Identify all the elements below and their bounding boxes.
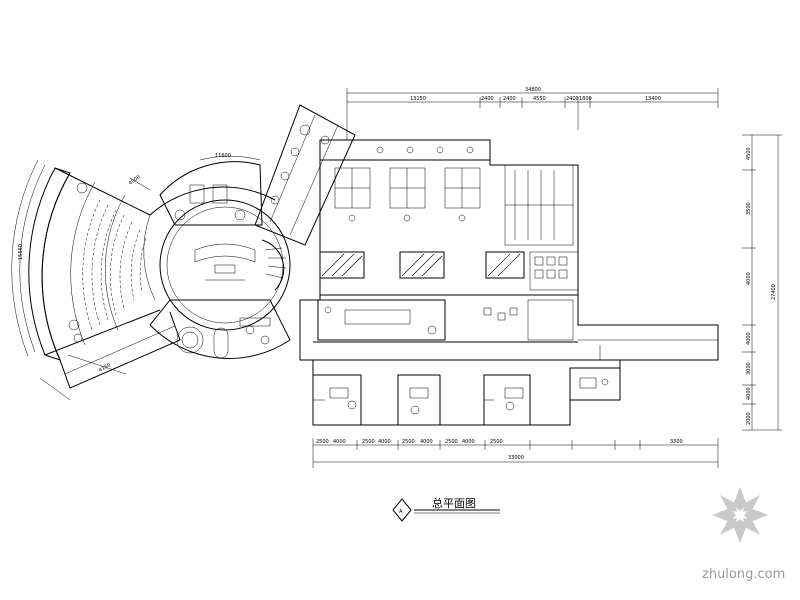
main-office-block: [299, 139, 719, 426]
dim-bottom-total: 33000: [508, 455, 524, 461]
auditorium-wing: [28, 167, 181, 389]
bottom-dimension-lines: 33000 2500 4000 2500 4000 2500 4000 2500…: [312, 438, 719, 468]
drawing-title: 总平面图: [432, 496, 476, 510]
dim-right-seg-6: 4000: [746, 387, 752, 400]
hatched-partitions: [319, 251, 525, 279]
dim-small: 4000: [128, 174, 142, 186]
lounge-area: [483, 299, 574, 341]
drawing-title-block: A 总平面图: [392, 496, 500, 522]
dim-arc-top: 11600: [215, 153, 231, 159]
dim-bottom-seg-3: 2500: [362, 439, 375, 445]
dim-right-seg-2: 3500: [746, 202, 752, 215]
dim-bottom-seg-10: 3300: [670, 439, 683, 445]
dim-bottom-seg-6: 4000: [420, 439, 433, 445]
dim-top-seg-5: 2400: [566, 96, 579, 102]
bottom-offices: [312, 367, 621, 426]
dim-right-seg-5: 3000: [746, 362, 752, 375]
dim-bottom-seg-9: 2500: [490, 439, 503, 445]
dim-bottom-seg-8: 4000: [462, 439, 475, 445]
dim-bottom-seg-4: 4000: [378, 439, 391, 445]
right-dimension-lines: 27400 4500 3500 4000 4000 3000 4000 2000: [742, 134, 782, 431]
watermark-text: zhulong.com: [702, 567, 785, 582]
upper-arc-room: [159, 161, 263, 226]
dim-right-total: 27400: [771, 284, 777, 300]
restroom-stalls: [529, 251, 579, 291]
dim-wing: 4150: [98, 362, 112, 374]
arc-dimension-lines: 15560 11600 4150 4000: [11, 153, 261, 401]
dim-right-seg-3: 4000: [746, 272, 752, 285]
view-tag: A: [399, 509, 403, 515]
top-dimension-lines: 34800 13150 2400 2400 4550 2400 1800 134…: [346, 87, 719, 140]
dim-right-seg-1: 4500: [746, 147, 752, 160]
dim-right-seg-4: 4000: [746, 332, 752, 345]
dim-top-seg-1: 13150: [410, 96, 426, 102]
diagonal-wing: [254, 104, 356, 246]
dim-top-total: 34800: [525, 87, 541, 93]
dim-bottom-seg-1: 2500: [316, 439, 329, 445]
dim-top-seg-7: 13400: [645, 96, 661, 102]
dim-right-seg-7: 2000: [746, 412, 752, 425]
dim-top-seg-3: 2400: [503, 96, 516, 102]
watermark-logo: [712, 487, 768, 543]
east-corridor: [578, 339, 718, 360]
dim-top-seg-2: 2400: [481, 96, 494, 102]
dim-bottom-seg-7: 2500: [445, 439, 458, 445]
filing-racks: [504, 164, 574, 246]
central-lobby: [149, 186, 291, 331]
dim-top-seg-6: 1800: [579, 96, 592, 102]
round-conference-room: [149, 299, 291, 359]
dim-top-seg-4: 4550: [533, 96, 546, 102]
dim-bottom-seg-2: 4000: [333, 439, 346, 445]
dim-bottom-seg-5: 2500: [402, 439, 415, 445]
dim-left-arc: 15560: [18, 244, 24, 260]
meeting-room: [317, 299, 446, 341]
workstation-clusters: [334, 146, 481, 222]
watermark: zhulong.com: [702, 487, 785, 582]
